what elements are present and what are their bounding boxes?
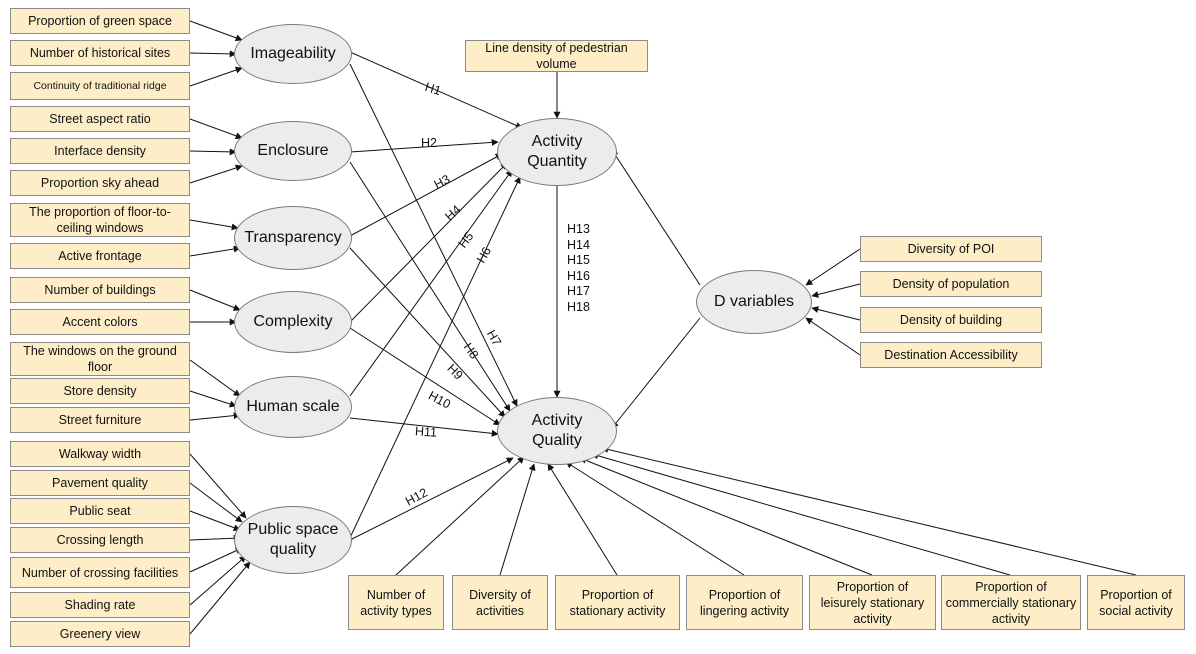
hypothesis-h16: H16 — [567, 268, 590, 283]
path-arrow — [349, 417, 499, 437]
indicator-greenery-view: Greenery view — [10, 621, 190, 647]
path-arrow — [805, 317, 861, 356]
indicator-walkway-width: Walkway width — [10, 441, 190, 467]
indicator-density-population: Density of population — [860, 271, 1042, 297]
hypothesis-h18: H18 — [567, 299, 590, 314]
hypothesis-h2: H2 — [421, 136, 437, 150]
indicator-public-seat: Public seat — [10, 498, 190, 524]
path-arrow — [189, 50, 237, 58]
path-arrow — [189, 561, 251, 635]
path-arrow — [189, 555, 247, 606]
path-arrow — [189, 453, 247, 519]
path-arrow — [189, 534, 241, 542]
indicator-destination-accessibility: Destination Accessibility — [860, 342, 1042, 368]
path-arrow — [349, 161, 511, 412]
path-arrow — [189, 148, 237, 156]
indicator-street-furniture: Street furniture — [10, 407, 190, 433]
path-arrow — [811, 306, 861, 321]
path-arrow — [349, 153, 503, 237]
path-arrow — [189, 66, 243, 87]
hypothesis-h15: H15 — [567, 253, 590, 268]
indicator-store-density: Store density — [10, 378, 190, 404]
indicator-lingering-activity: Proportion of lingering activity — [686, 575, 803, 630]
path-arrow — [189, 390, 237, 408]
path-arrow — [565, 461, 745, 576]
path-arrow — [591, 452, 1011, 576]
indicator-interface-density: Interface density — [10, 138, 190, 164]
indicator-number-historical-sites: Number of historical sites — [10, 40, 190, 66]
path-arrow — [189, 510, 241, 532]
hypotheses-h13-h18: H13 H14 H15 H16 H17 H18 — [567, 222, 590, 316]
indicator-floor-to-ceiling-windows: The proportion of floor-to-ceiling windo… — [10, 203, 190, 237]
indicator-crossing-facilities: Number of crossing facilities — [10, 557, 190, 588]
indicator-active-frontage: Active frontage — [10, 243, 190, 269]
construct-activity-quantity: Activity Quantity — [497, 118, 617, 186]
construct-activity-quality: Activity Quality — [497, 397, 617, 465]
path-arrow — [189, 118, 243, 140]
indicator-proportion-sky-ahead: Proportion sky ahead — [10, 170, 190, 196]
path-arrow — [395, 456, 525, 576]
construct-complexity: Complexity — [234, 291, 352, 353]
path-arrow — [189, 482, 243, 523]
path-arrow — [189, 219, 239, 231]
indicator-commercially-stationary-activity: Proportion of commercially stationary ac… — [941, 575, 1081, 630]
path-arrow — [811, 283, 861, 298]
indicator-number-of-buildings: Number of buildings — [10, 277, 190, 303]
indicator-continuity-traditional-ridge: Continuity of traditional ridge — [10, 72, 190, 100]
indicator-crossing-length: Crossing length — [10, 527, 190, 553]
path-arrow — [189, 164, 243, 184]
path-arrow — [611, 149, 701, 286]
construct-transparency: Transparency — [234, 206, 352, 270]
indicator-street-aspect-ratio: Street aspect ratio — [10, 106, 190, 132]
path-arrow — [499, 463, 536, 576]
path-arrow — [189, 547, 243, 573]
path-arrow — [349, 63, 518, 407]
indicator-number-activity-types: Number of activity types — [348, 575, 444, 630]
path-arrow — [349, 162, 508, 323]
indicator-density-building: Density of building — [860, 307, 1042, 333]
path-arrow — [189, 20, 243, 42]
path-arrow — [611, 317, 701, 429]
indicator-leisurely-stationary-activity: Proportion of leisurely stationary activ… — [809, 575, 936, 630]
indicator-social-activity: Proportion of social activity — [1087, 575, 1185, 630]
hypothesis-h14: H14 — [567, 237, 590, 252]
indicator-stationary-activity: Proportion of stationary activity — [555, 575, 680, 630]
path-arrow — [349, 327, 501, 426]
path-arrow — [189, 359, 241, 397]
path-arrow — [349, 247, 506, 418]
hypothesis-h11: H11 — [414, 424, 438, 440]
path-arrow — [189, 245, 241, 257]
path-arrow — [601, 446, 1137, 576]
indicator-proportion-green-space: Proportion of green space — [10, 8, 190, 34]
construct-enclosure: Enclosure — [234, 121, 352, 181]
path-arrow — [349, 169, 513, 397]
indicator-diversity-activities: Diversity of activities — [452, 575, 548, 630]
path-arrow — [347, 176, 521, 543]
construct-human-scale: Human scale — [234, 376, 352, 438]
hypothesis-h17: H17 — [567, 284, 590, 299]
path-arrow — [547, 463, 618, 576]
indicator-diversity-poi: Diversity of POI — [860, 236, 1042, 262]
construct-imageability: Imageability — [234, 24, 352, 84]
hypothesis-h13: H13 — [567, 222, 590, 236]
indicator-accent-colors: Accent colors — [10, 309, 190, 335]
construct-d-variables: D variables — [696, 270, 812, 334]
indicator-line-density-pedestrian: Line density of pedestrian volume — [465, 40, 648, 72]
path-arrow — [189, 412, 241, 421]
path-arrow — [189, 289, 241, 311]
path-arrow — [349, 457, 514, 541]
construct-public-space-quality: Public space quality — [234, 506, 352, 574]
indicator-shading-rate: Shading rate — [10, 592, 190, 618]
path-arrow — [579, 457, 873, 576]
indicator-pavement-quality: Pavement quality — [10, 470, 190, 496]
path-arrow — [349, 138, 499, 153]
path-arrow — [349, 51, 523, 129]
indicator-windows-ground-floor: The windows on the ground floor — [10, 342, 190, 376]
path-arrow — [805, 248, 861, 286]
